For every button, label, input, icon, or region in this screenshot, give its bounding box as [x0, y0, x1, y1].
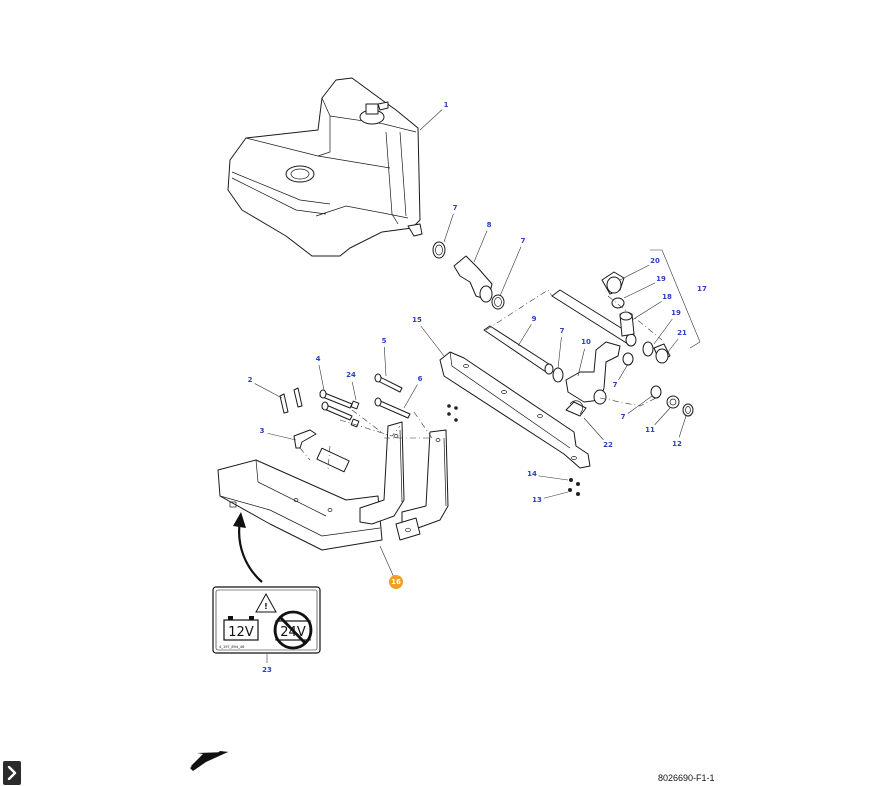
- nut-part[interactable]: [568, 488, 580, 496]
- callout-16-selected[interactable]: 16: [389, 575, 403, 589]
- svg-text:10: 10: [581, 338, 591, 346]
- spacer-part[interactable]: [350, 400, 360, 428]
- clamp-part[interactable]: [642, 341, 654, 357]
- svg-text:16: 16: [391, 578, 401, 586]
- callout-19[interactable]: 19: [669, 306, 683, 320]
- nut-part[interactable]: [447, 404, 458, 422]
- battery-tray-part[interactable]: [217, 447, 383, 551]
- callout-7[interactable]: 7: [449, 202, 461, 214]
- svg-text:14: 14: [527, 470, 537, 478]
- svg-text:11: 11: [645, 426, 655, 434]
- svg-text:7: 7: [560, 327, 565, 335]
- callout-21[interactable]: 21: [675, 326, 689, 340]
- coupling-part[interactable]: [653, 343, 671, 364]
- svg-text:7: 7: [453, 204, 458, 212]
- clamp-part[interactable]: [552, 367, 564, 383]
- callout-5[interactable]: 5: [378, 335, 390, 347]
- callout-19[interactable]: 19: [654, 272, 668, 286]
- svg-text:13: 13: [532, 496, 542, 504]
- svg-text:12: 12: [672, 440, 682, 448]
- clamp-part[interactable]: [650, 385, 662, 399]
- connector-part[interactable]: [666, 395, 680, 409]
- callout-7[interactable]: 7: [556, 325, 568, 337]
- callout-11[interactable]: 11: [643, 423, 657, 437]
- tank-part[interactable]: [227, 77, 423, 257]
- callout-20[interactable]: 20: [648, 254, 662, 268]
- svg-text:21: 21: [677, 329, 687, 337]
- callout-7[interactable]: 7: [517, 235, 529, 247]
- clamp-part[interactable]: [491, 294, 505, 310]
- callout-7[interactable]: 7: [609, 379, 621, 391]
- callout-10[interactable]: 10: [579, 335, 593, 349]
- expand-button[interactable]: [3, 761, 21, 785]
- callout-13[interactable]: 13: [530, 493, 544, 507]
- callout-7[interactable]: 7: [617, 411, 629, 423]
- callout-15[interactable]: 15: [410, 313, 424, 327]
- callout-24[interactable]: 24: [344, 368, 358, 382]
- arrow-down-left-icon: [190, 751, 229, 771]
- svg-text:7: 7: [521, 237, 526, 245]
- callout-3[interactable]: 3: [256, 425, 268, 437]
- elbow-part[interactable]: [601, 271, 625, 295]
- svg-text:8: 8: [487, 221, 492, 229]
- svg-text:7: 7: [613, 381, 618, 389]
- decal-part-number-text: 4_197_894_46: [219, 645, 244, 649]
- callout-14[interactable]: 14: [525, 467, 539, 481]
- svg-text:7: 7: [621, 413, 626, 421]
- svg-text:4: 4: [316, 355, 321, 363]
- clamp-part[interactable]: [432, 241, 446, 259]
- elbow-hose-part[interactable]: [453, 255, 493, 303]
- callout-2[interactable]: 2: [244, 374, 256, 386]
- wire-clip-part[interactable]: [565, 400, 587, 417]
- strap-part[interactable]: [293, 429, 317, 449]
- svg-text:9: 9: [532, 315, 537, 323]
- svg-text:20: 20: [650, 257, 660, 265]
- return-hose-part[interactable]: [565, 341, 621, 405]
- svg-text:2: 2: [248, 376, 253, 384]
- callout-18[interactable]: 18: [660, 290, 674, 304]
- washer-part[interactable]: [569, 478, 580, 486]
- bolt-part[interactable]: [319, 389, 353, 421]
- decal-part[interactable]: ! 12V 24V 4_197_894_46: [212, 512, 321, 654]
- frame-part[interactable]: [359, 421, 449, 541]
- svg-text:17: 17: [697, 285, 707, 293]
- callout-23[interactable]: 23: [260, 663, 274, 677]
- screw-part[interactable]: [279, 387, 303, 414]
- chevron-right-icon: [7, 766, 17, 780]
- svg-text:3: 3: [260, 427, 265, 435]
- clamp-part[interactable]: [622, 352, 634, 366]
- straight-hose-part[interactable]: [483, 325, 554, 375]
- bolt-part[interactable]: [374, 373, 403, 393]
- bolt-part[interactable]: [374, 397, 411, 419]
- clamp-part[interactable]: [611, 297, 625, 309]
- svg-text:23: 23: [262, 666, 272, 674]
- bracket-part[interactable]: [439, 351, 591, 469]
- tube-part[interactable]: [551, 289, 637, 347]
- svg-text:19: 19: [671, 309, 681, 317]
- callout-4[interactable]: 4: [312, 353, 324, 365]
- svg-text:6: 6: [418, 375, 423, 383]
- svg-text:1: 1: [444, 101, 449, 109]
- svg-text:5: 5: [382, 337, 387, 345]
- callout-9[interactable]: 9: [528, 313, 540, 325]
- leader-lines: [249, 105, 687, 670]
- figure-id-label: 8026690-F1-1: [658, 773, 715, 783]
- decal-12v-text: 12V: [228, 625, 254, 640]
- tee-fitting-part[interactable]: [619, 311, 635, 337]
- svg-text:15: 15: [412, 316, 422, 324]
- callout-8[interactable]: 8: [483, 219, 495, 231]
- callout-1[interactable]: 1: [440, 99, 452, 111]
- svg-text:18: 18: [662, 293, 672, 301]
- svg-text:!: !: [264, 602, 268, 611]
- callout-6[interactable]: 6: [414, 373, 426, 385]
- callout-22[interactable]: 22: [601, 438, 615, 452]
- callout-12[interactable]: 12: [670, 437, 684, 451]
- callout-17[interactable]: 17: [695, 282, 709, 296]
- svg-text:22: 22: [603, 441, 613, 449]
- svg-text:24: 24: [346, 371, 356, 379]
- o-ring-part[interactable]: [682, 403, 694, 417]
- svg-text:19: 19: [656, 275, 666, 283]
